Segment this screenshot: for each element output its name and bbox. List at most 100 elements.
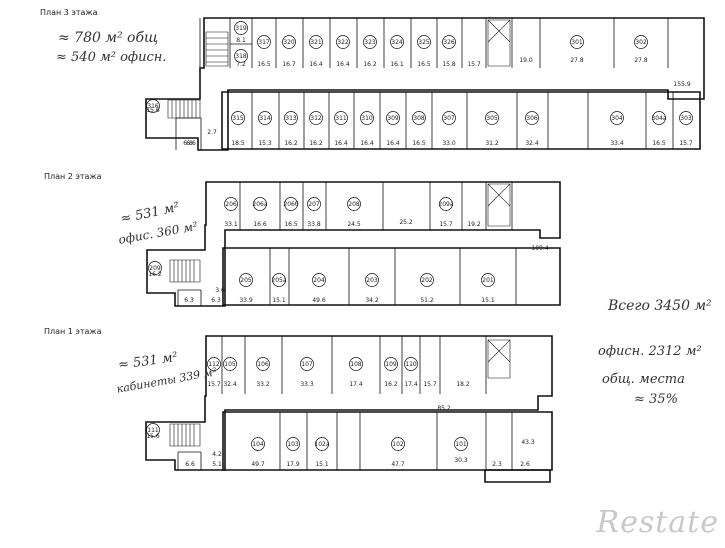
room-number-circle <box>439 197 453 211</box>
room-area: 6.8 <box>183 140 193 147</box>
room-area: 15.6 <box>146 107 160 114</box>
room-area: 15.7 <box>679 140 693 147</box>
room-area: 31.2 <box>485 140 499 147</box>
room-number: 203 <box>366 277 378 284</box>
floor-3-title: План 3 этажа <box>40 8 98 17</box>
room-number: 319 <box>235 25 247 32</box>
room-number-circle <box>309 111 323 125</box>
room-number-circle <box>525 111 539 125</box>
floor-3-office-note: ≈ 540 м² офисн. <box>56 50 167 65</box>
room-number: 205 <box>240 277 252 284</box>
room-number-circle <box>334 111 348 125</box>
floor-2-title: План 2 этажа <box>44 172 102 181</box>
room-area: 25.2 <box>399 219 413 226</box>
room-area: 6.6 <box>185 461 195 468</box>
room-number-circle <box>253 197 267 211</box>
room-number: 309 <box>387 115 399 122</box>
watermark-logo: Restate <box>596 505 719 540</box>
room-area: 16.6 <box>253 221 267 228</box>
room-number: 317 <box>258 39 270 46</box>
room-number-circle <box>442 35 456 49</box>
room-area: 33.9 <box>239 297 253 304</box>
room-number: 307 <box>443 115 455 122</box>
room-number: 112 <box>208 361 220 368</box>
room-number-circle <box>336 35 350 49</box>
room-area: 16.2 <box>284 140 298 147</box>
room-number-circle <box>391 437 405 451</box>
room-number: 111 <box>147 427 159 434</box>
room-number-circle <box>234 21 248 35</box>
room-number: 105 <box>224 361 236 368</box>
room-area: 5.1 <box>212 461 222 468</box>
room-number: 323 <box>364 39 376 46</box>
room-number: 315 <box>232 115 244 122</box>
room-number-circle <box>417 35 431 49</box>
room-area: 18.2 <box>456 381 470 388</box>
room-number-circle <box>386 111 400 125</box>
summary-common: общ. места <box>602 372 685 387</box>
room-number: 310 <box>361 115 373 122</box>
room-number: 109 <box>385 361 397 368</box>
room-area: 19.0 <box>519 57 533 64</box>
floor-1-title: План 1 этажа <box>44 327 102 336</box>
room-number-circle <box>309 35 323 49</box>
room-area: 33.0 <box>442 140 456 147</box>
room-number: 202 <box>421 277 433 284</box>
room-area: 15.7 <box>207 381 221 388</box>
room-number: 209a <box>438 201 453 208</box>
room-area: 33.4 <box>610 140 624 147</box>
room-number-circle <box>223 357 237 371</box>
room-number-circle <box>256 357 270 371</box>
room-number: 326 <box>443 39 455 46</box>
room-number: 204 <box>313 277 325 284</box>
room-number-circle <box>300 357 314 371</box>
room-area: 34.2 <box>365 297 379 304</box>
room-number-circle <box>481 273 495 287</box>
room-number: 308 <box>413 115 425 122</box>
room-number-circle <box>207 357 221 371</box>
summary-office: офисн. 2312 м² <box>598 344 702 359</box>
room-number-circle <box>286 437 300 451</box>
room-number: 206б <box>283 201 298 208</box>
room-area: 16.7 <box>282 61 296 68</box>
room-number-circle <box>315 437 329 451</box>
room-area: 15.3 <box>258 140 272 147</box>
room-number-circle <box>257 35 271 49</box>
room-number: 313 <box>285 115 297 122</box>
room-area: 33.8 <box>307 221 321 228</box>
room-area: 49.7 <box>251 461 265 468</box>
room-number: 324 <box>391 39 403 46</box>
room-number-circle <box>679 111 693 125</box>
room-number: 316 <box>147 103 159 110</box>
room-area: 16.4 <box>360 140 374 147</box>
summary-common-percent: ≈ 35% <box>634 392 678 407</box>
room-number: 206 <box>225 201 237 208</box>
room-number: 314 <box>259 115 271 122</box>
room-number-circle <box>347 197 361 211</box>
room-number: 110 <box>405 361 417 368</box>
room-area: 15.1 <box>272 297 286 304</box>
room-area: 4.2 <box>212 451 222 458</box>
room-labels: 3198.13187.231716.532016.732116.432216.4… <box>146 21 693 468</box>
room-area: 16.5 <box>652 140 666 147</box>
room-area: 2.6 <box>520 461 530 468</box>
room-number-circle <box>224 197 238 211</box>
room-number-circle <box>251 437 265 451</box>
room-area: 15.8 <box>442 61 456 68</box>
room-area: 24.5 <box>347 221 361 228</box>
room-number: 208 <box>348 201 360 208</box>
room-number-circle <box>363 35 377 49</box>
room-number-circle <box>258 111 272 125</box>
room-number-circle <box>239 273 253 287</box>
room-number-circle <box>485 111 499 125</box>
room-area: 16.1 <box>390 61 404 68</box>
room-number-circle <box>146 99 160 113</box>
room-area: 6.3 <box>211 297 221 304</box>
room-area: 2.3 <box>492 461 502 468</box>
room-area: 2.7 <box>207 129 217 136</box>
room-number: 207 <box>308 201 320 208</box>
room-number: 107 <box>301 361 313 368</box>
room-number-circle <box>272 273 286 287</box>
room-number: 201 <box>482 277 494 284</box>
